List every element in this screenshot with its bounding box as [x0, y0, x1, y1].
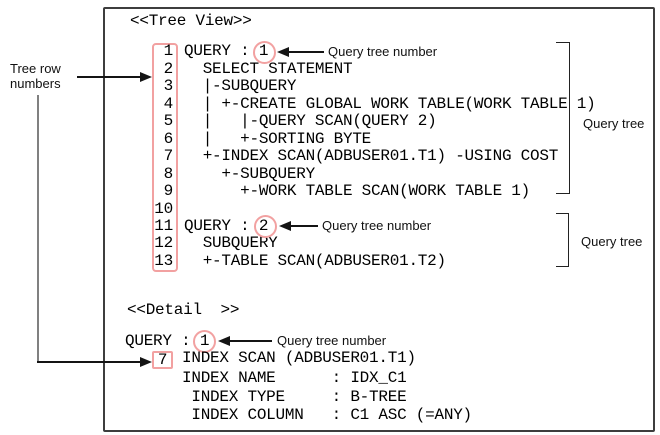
tree-row: 10: [150, 199, 630, 219]
detail-line: INDEX COLUMN : C1 ASC (=ANY): [182, 406, 472, 424]
tree-row-number: 10: [154, 199, 173, 218]
tree-row-number: 7: [163, 147, 174, 166]
tree-row: 9 +-WORK TABLE SCAN(WORK TABLE 1): [150, 182, 630, 201]
query-tree-number-circle-1: [252, 41, 276, 64]
tree-row-numbers-label-line1: Tree row: [10, 61, 61, 76]
tree-view-title: <<Tree View>>: [130, 12, 252, 30]
tree-row-numbers-arrow-shaft: [77, 76, 140, 78]
tree-row-text: |-SUBQUERY: [184, 77, 297, 96]
tree-row-text: | +-SORTING BYTE: [184, 129, 372, 148]
tree-row: 6 | +-SORTING BYTE: [150, 129, 630, 149]
query-tree-number-label-2: Query tree number: [322, 218, 432, 233]
tree-row-numbers-connector-line: [37, 95, 39, 362]
tree-row-number: 2: [163, 59, 174, 78]
query-tree-bracket-2: [556, 213, 569, 267]
query-tree-label-2: Query tree: [581, 234, 643, 249]
query-tree-label-1: Query tree: [583, 116, 645, 131]
tree-row: 5 | |-QUERY SCAN(QUERY 2): [150, 113, 630, 131]
query-tree-number-arrow-shaft: [291, 225, 318, 227]
tree-row-text: +-WORK TABLE SCAN(WORK TABLE 1): [184, 182, 531, 200]
tree-row-text: SELECT STATEMENT: [184, 59, 353, 78]
query-tree-number-arrow-shaft: [230, 340, 272, 342]
tree-row-number: 13: [154, 251, 173, 270]
tree-row-text: SUBQUERY: [184, 234, 278, 253]
detail-tree-row-number-box: 7: [152, 351, 173, 369]
diagram-border: [103, 7, 655, 432]
query-tree-number-arrow-shaft: [289, 51, 324, 53]
tree-row: 3 |-SUBQUERY: [150, 78, 630, 96]
tree-row-number: 12: [154, 234, 173, 253]
tree-row-text: | |-QUERY SCAN(QUERY 2): [184, 112, 437, 131]
detail-line: INDEX NAME : IDX_C1: [182, 368, 407, 387]
tree-row-number: 11: [154, 216, 173, 235]
detail-row-number-arrow-shaft: [37, 361, 140, 363]
tree-row-number: 4: [163, 94, 174, 113]
detail-line: INDEX SCAN (ADBUSER01.T1): [182, 349, 416, 367]
query-tree-number-arrowhead-icon: [277, 47, 289, 57]
query-tree-number-label-1: Query tree number: [328, 44, 438, 59]
tree-row-numbers-arrowhead-icon: [140, 72, 152, 82]
tree-row-number: 6: [163, 129, 174, 148]
tree-row-number: 1: [163, 42, 174, 61]
tree-row-numbers-label-line2: numbers: [10, 76, 61, 91]
query-tree-number-circle-3: [193, 329, 216, 353]
tree-row-numbers-highlight-box: [152, 43, 178, 272]
query-tree-number-label-3: Query tree number: [277, 333, 387, 348]
tree-row-text: +-SUBQUERY: [184, 164, 315, 183]
query-tree-bracket-1: [556, 42, 570, 194]
tree-row: 8 +-SUBQUERY: [150, 164, 630, 184]
tree-row-number: 9: [163, 182, 174, 200]
tree-row-text: +-INDEX SCAN(ADBUSER01.T1) -USING COST: [184, 147, 559, 166]
tree-row-number: 8: [163, 164, 174, 183]
tree-row: 13 +-TABLE SCAN(ADBUSER01.T2): [150, 251, 630, 271]
query-tree-number-circle-2: [254, 214, 277, 238]
tree-row-text: | +-CREATE GLOBAL WORK TABLE(WORK TABLE …: [184, 94, 596, 113]
tree-row: 2 SELECT STATEMENT: [150, 59, 630, 79]
detail-line: INDEX TYPE : B-TREE: [182, 387, 407, 406]
detail-title: <<Detail >>: [127, 301, 240, 319]
tree-row: 4 | +-CREATE GLOBAL WORK TABLE(WORK TABL…: [150, 94, 630, 114]
query-tree-number-arrowhead-icon: [279, 221, 291, 231]
query-tree-number-arrowhead-icon: [218, 336, 230, 346]
tree-row-number: 5: [163, 112, 174, 131]
tree-row-text: +-TABLE SCAN(ADBUSER01.T2): [184, 251, 446, 270]
tree-row: 12 SUBQUERY: [150, 235, 630, 253]
tree-row: 7 +-INDEX SCAN(ADBUSER01.T1) -USING COST: [150, 148, 630, 166]
detail-row-number-arrowhead-icon: [140, 357, 152, 367]
tree-row-number: 3: [163, 77, 174, 96]
